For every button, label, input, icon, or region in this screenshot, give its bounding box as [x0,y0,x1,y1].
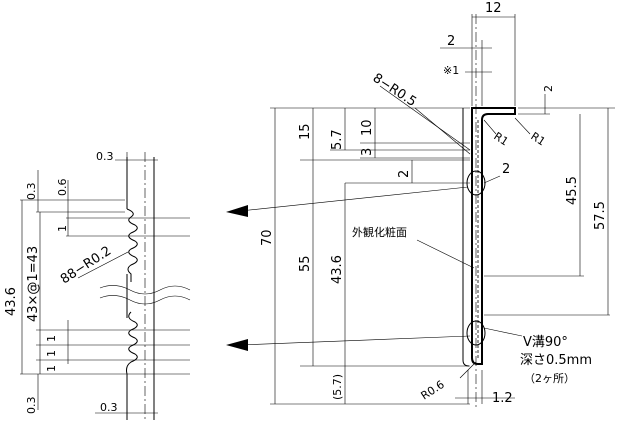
label-06: 0.6 [56,179,69,197]
label-5-7: 5.7 [330,129,345,150]
serration-top [126,208,138,282]
detail-gap-top [120,209,134,274]
label-overall: 43.6 [4,287,19,316]
label-1d: 1 [45,365,58,372]
part-profile [471,107,516,365]
break-line-top [99,285,191,295]
label-03-top: 0.3 [25,183,38,201]
label-5-7b: (5.7) [331,374,344,400]
label-2-lead: 2 [502,162,510,177]
label-depth: 深さ0.5mm [520,353,592,368]
label-r1-b: R1 [528,130,547,149]
callout-arrow-bottom [226,339,248,351]
bulge-bottom [466,320,486,346]
label-3: 3 [360,148,375,156]
leader-r1-a [483,119,497,135]
serration-bottom [126,311,138,375]
leader-v-groove [483,327,523,337]
detail-view: 0.3 0.3 0.6 1 43.6 43×@1=43 88−R0.2 1 1 … [4,150,191,420]
label-1-2: 1.2 [492,391,513,406]
label-r1-a: R1 [491,130,510,149]
label-1c: 1 [45,350,58,357]
label-57-5: 57.5 [593,201,608,230]
leader-r05 [379,85,471,151]
label-15: 15 [298,123,313,140]
label-1a: 1 [56,225,69,232]
label-55: 55 [298,255,313,272]
label-pitch: 43×@1=43 [26,246,41,322]
label-10: 10 [360,119,375,136]
view-callouts [226,186,471,351]
leader-surface [416,239,475,269]
label-2-right: 2 [542,85,555,92]
leader-r1-b [514,117,531,135]
callout-arrow-top [226,205,248,217]
label-70: 70 [260,229,275,246]
label-12: 12 [485,1,502,16]
radius-leader [77,251,129,279]
label-2-top: 2 [447,34,455,49]
label-45-5: 45.5 [565,176,580,205]
label-43-6: 43.6 [330,255,345,284]
label-r06: R0.6 [419,378,447,403]
label-r05: 8−R0.5 [370,71,419,110]
break-line-bottom [99,295,191,305]
label-surface: 外観化粧面 [352,225,407,239]
label-top-width: 0.3 [96,150,114,163]
label-03-bot: 0.3 [25,397,38,415]
label-radius: 88−R0.2 [58,244,114,288]
leader-r06 [459,361,477,379]
label-2-inner: 2 [397,170,412,178]
callout-line-top [239,186,469,212]
callout-line-bottom [239,335,471,346]
label-note-mark: ※1 [443,64,459,77]
main-view: 12 2 ※1 8−R0.5 2 R1 R1 15 5.7 10 3 2 2 4… [260,1,615,410]
label-1b: 1 [45,335,58,342]
label-bottom-width: 0.3 [100,401,118,414]
label-count: （2ヶ所） [524,372,575,385]
label-v-groove: V溝90° [523,335,568,350]
